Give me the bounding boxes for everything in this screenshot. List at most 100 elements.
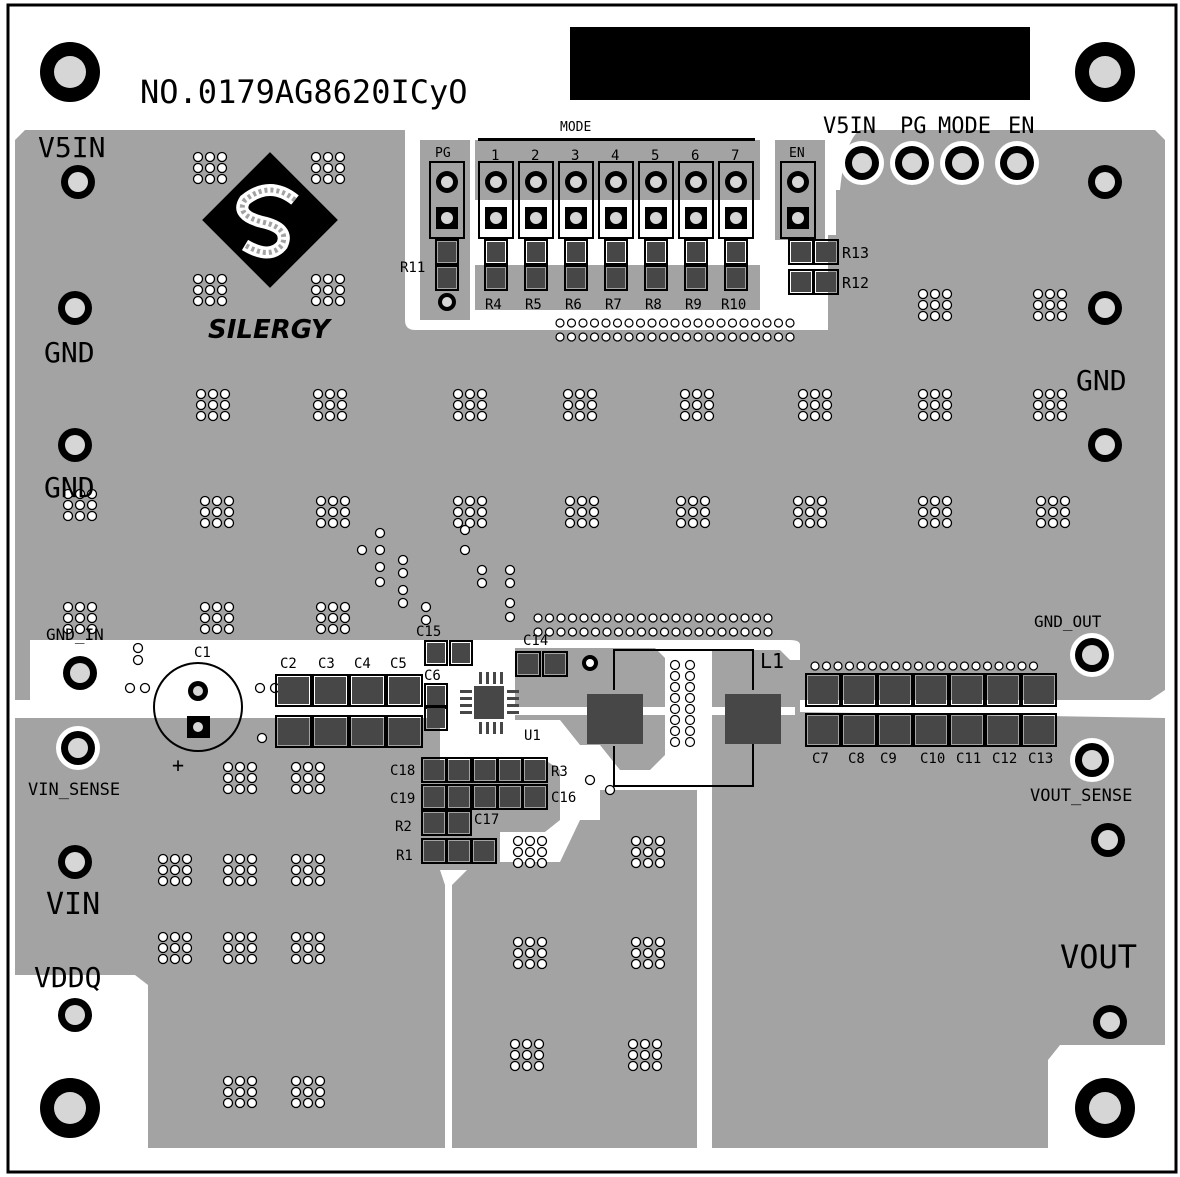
via: [504, 597, 516, 609]
via: [211, 495, 223, 507]
c6-pad-outline: [424, 705, 448, 731]
via: [929, 288, 941, 300]
via: [684, 703, 696, 715]
via: [521, 1038, 533, 1050]
label-r2: R2: [395, 819, 412, 835]
via: [941, 299, 953, 311]
header-pg-block: [420, 140, 470, 320]
via: [302, 1086, 314, 1098]
test-point-drill: [1095, 298, 1115, 318]
via: [1035, 495, 1047, 507]
via: [630, 958, 642, 970]
via: [374, 576, 386, 588]
via: [169, 853, 181, 865]
via: [691, 388, 703, 400]
via: [199, 623, 211, 635]
via: [464, 399, 476, 411]
via: [705, 627, 716, 637]
via: [625, 613, 635, 623]
passive-pad-outline: [446, 810, 472, 836]
via: [669, 703, 681, 715]
via: [699, 506, 711, 518]
via: [222, 783, 234, 795]
via: [302, 853, 314, 865]
via: [222, 864, 234, 876]
via: [536, 947, 548, 959]
via: [639, 1060, 651, 1072]
via: [207, 388, 219, 400]
via: [223, 601, 235, 613]
label-r11: R11: [400, 260, 425, 276]
r11-pad-outline: [435, 239, 459, 265]
via: [336, 399, 348, 411]
u1-pin: [507, 690, 519, 693]
via: [246, 1075, 258, 1087]
via: [651, 1049, 663, 1061]
via: [728, 613, 739, 623]
via: [750, 332, 761, 342]
label-r10: R10: [721, 297, 746, 313]
via: [651, 1060, 663, 1072]
via: [222, 772, 234, 784]
mounting-hole-drill: [54, 56, 86, 88]
label-gnd: GND: [44, 336, 95, 369]
via: [703, 410, 715, 422]
output-cap-pad: [844, 716, 874, 744]
via: [941, 506, 953, 518]
passive-pad: [449, 841, 469, 861]
via: [192, 273, 204, 285]
via: [207, 399, 219, 411]
via: [797, 410, 809, 422]
vout-pour: [712, 650, 1165, 1148]
via: [234, 1075, 246, 1087]
via: [397, 554, 409, 566]
input-cap-pad-outline: [275, 715, 312, 748]
via: [211, 623, 223, 635]
via: [675, 495, 687, 507]
via: [809, 388, 821, 400]
via: [322, 295, 334, 307]
via: [941, 410, 953, 422]
via: [459, 524, 471, 536]
via: [627, 1060, 639, 1072]
via: [929, 517, 941, 529]
via: [216, 284, 228, 296]
via: [682, 627, 693, 637]
via: [334, 273, 346, 285]
via: [642, 947, 654, 959]
via: [562, 399, 574, 411]
label-vin-sense: VIN_SENSE: [28, 780, 120, 800]
passive-pad: [500, 760, 520, 780]
resistor-pad: [687, 242, 705, 262]
via: [222, 953, 234, 965]
via: [86, 510, 98, 522]
via: [642, 835, 654, 847]
via: [302, 761, 314, 773]
silergy-logo-text: SILERGY: [208, 315, 333, 345]
header-pin-drill: [792, 176, 804, 188]
label-c11: C11: [956, 751, 981, 767]
via: [567, 613, 578, 623]
via: [821, 661, 832, 671]
via: [314, 864, 326, 876]
via: [669, 659, 681, 671]
via: [199, 506, 211, 518]
via: [211, 517, 223, 529]
label-c6: C6: [424, 668, 441, 684]
via: [169, 875, 181, 887]
via: [816, 517, 828, 529]
via: [971, 661, 981, 671]
header-pin-drill: [730, 176, 742, 188]
output-cap-pad-outline: [841, 673, 877, 707]
via: [636, 627, 647, 637]
via: [533, 613, 543, 623]
via: [728, 627, 739, 637]
via: [420, 601, 432, 613]
test-point-drill: [70, 663, 90, 683]
via: [669, 670, 681, 682]
label-c9: C9: [880, 751, 897, 767]
via: [679, 388, 691, 400]
via: [157, 875, 169, 887]
via: [324, 388, 336, 400]
output-cap-pad-outline: [913, 713, 949, 747]
